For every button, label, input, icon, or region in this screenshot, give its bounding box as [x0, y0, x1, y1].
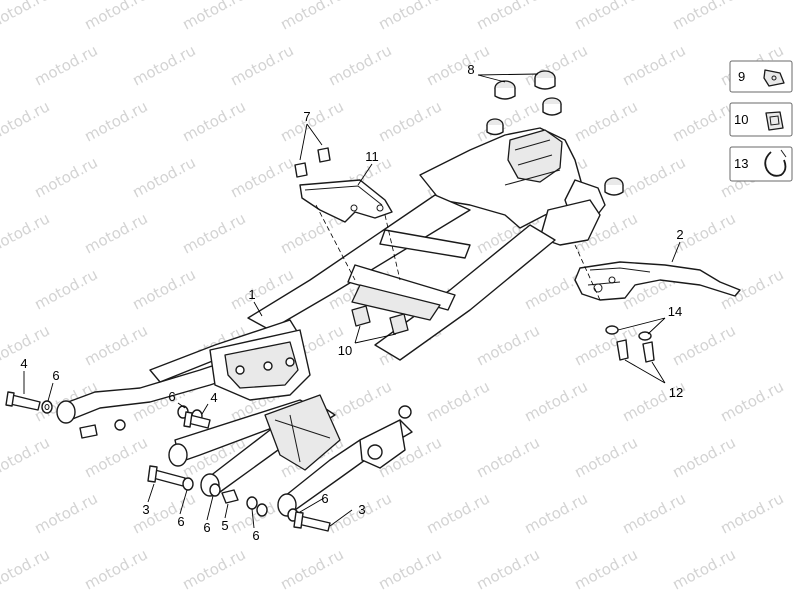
- construction-lines: [315, 204, 601, 301]
- rubber-bushing-part-8: [486, 70, 624, 196]
- callout-6-lower-b: 6: [203, 520, 210, 535]
- watermark-text: motod.ru: [0, 97, 53, 145]
- watermark-text: motod.ru: [717, 377, 786, 425]
- leader-lines: [23, 73, 681, 529]
- watermark-text: motod.ru: [325, 41, 394, 89]
- watermark-text: motod.ru: [129, 489, 198, 537]
- watermark-text: motod.ru: [179, 97, 248, 145]
- watermark-text: motod.ru: [473, 545, 542, 593]
- watermark-text: motod.ru: [521, 489, 590, 537]
- callout-12: 12: [669, 385, 683, 400]
- bolt-washer-lower: [147, 465, 331, 532]
- callout-1: 1: [248, 287, 255, 302]
- legend-panel: 9 10 13: [729, 60, 793, 182]
- callout-4-left: 4: [20, 356, 27, 371]
- watermark-text: motod.ru: [277, 0, 346, 34]
- hose-clamp-icon: [764, 149, 787, 177]
- watermark-text: motod.ru: [0, 433, 53, 481]
- watermark-text: motod.ru: [0, 545, 53, 593]
- legend-item-13: 13: [729, 146, 793, 182]
- legend-number-13: 13: [734, 156, 748, 171]
- watermark-text: motod.ru: [179, 0, 248, 34]
- legend-item-10: 10: [729, 102, 793, 137]
- callout-6-middle: 6: [168, 389, 175, 404]
- watermark-text: motod.ru: [179, 209, 248, 257]
- watermark-text: motod.ru: [571, 545, 640, 593]
- watermark-text: motod.ru: [473, 0, 542, 34]
- watermark-text: motod.ru: [129, 41, 198, 89]
- watermark-text: motod.ru: [0, 209, 53, 257]
- watermark-text: motod.ru: [669, 97, 738, 145]
- watermark-text: motod.ru: [0, 0, 53, 34]
- watermark-text: motod.ru: [669, 545, 738, 593]
- watermark-text: motod.ru: [325, 377, 394, 425]
- watermark-text: motod.ru: [81, 97, 150, 145]
- watermark-text: motod.ru: [81, 321, 150, 369]
- watermark-text: motod.ru: [31, 41, 100, 89]
- callout-6-lower-d: 6: [321, 491, 328, 506]
- watermark-text: motod.ru: [473, 433, 542, 481]
- callout-14: 14: [668, 304, 682, 319]
- callout-3-right: 3: [358, 502, 365, 517]
- watermark-text: motod.ru: [277, 97, 346, 145]
- cage-nut-icon: [765, 111, 784, 131]
- watermark-text: motod.ru: [619, 153, 688, 201]
- watermark-text: motod.ru: [521, 377, 590, 425]
- watermark-text: motod.ru: [375, 0, 444, 34]
- watermark-text: motod.ru: [423, 489, 492, 537]
- watermark-text: motod.ru: [423, 41, 492, 89]
- watermark-text: motod.ru: [717, 489, 786, 537]
- bracket-part-2: [574, 261, 741, 301]
- callout-11: 11: [365, 149, 379, 164]
- callout-5: 5: [221, 518, 228, 533]
- callout-6-left: 6: [52, 368, 59, 383]
- bolt-washer-middle: [177, 405, 211, 429]
- watermark-text: motod.ru: [669, 433, 738, 481]
- watermark-text: motod.ru: [31, 489, 100, 537]
- watermark-text: motod.ru: [571, 0, 640, 34]
- watermark-text: motod.ru: [31, 153, 100, 201]
- watermark-text: motod.ru: [277, 545, 346, 593]
- watermark-text: motod.ru: [375, 545, 444, 593]
- watermark-text: motod.ru: [669, 0, 738, 34]
- watermark-text: motod.ru: [129, 153, 198, 201]
- legend-number-9: 9: [738, 69, 745, 84]
- legend-item-9: 9: [729, 60, 793, 93]
- watermark-text: motod.ru: [81, 545, 150, 593]
- watermark-text: motod.ru: [81, 209, 150, 257]
- callout-6-lower-a: 6: [177, 514, 184, 529]
- callout-6-lower-c: 6: [252, 528, 259, 543]
- callout-8: 8: [467, 62, 474, 77]
- watermark-text: motod.ru: [227, 41, 296, 89]
- watermark-text: motod.ru: [619, 489, 688, 537]
- cage-nut-part-10: [351, 305, 409, 335]
- watermark-text: motod.ru: [129, 265, 198, 313]
- watermark-text: motod.ru: [521, 41, 590, 89]
- watermark-text: motod.ru: [473, 321, 542, 369]
- watermark-text: motod.ru: [669, 321, 738, 369]
- watermark-text: motod.ru: [571, 97, 640, 145]
- bracket-part-11: [299, 179, 393, 223]
- callout-labels: 8 7 11 2 1 10 14 12 4 6 6 4 3 6 6 5 6 6 …: [20, 62, 683, 543]
- clip-nut-icon: [763, 69, 785, 87]
- watermark-text: motod.ru: [31, 265, 100, 313]
- callout-4-middle: 4: [210, 390, 217, 405]
- watermark-text: motod.ru: [81, 433, 150, 481]
- bolt-washer-left: [5, 391, 53, 414]
- callout-10: 10: [338, 343, 352, 358]
- rear-frame-part-1: [56, 127, 606, 517]
- legend-number-10: 10: [734, 112, 748, 127]
- watermark-text: motod.ru: [571, 433, 640, 481]
- callout-7: 7: [303, 109, 310, 124]
- watermark-text: motod.ru: [227, 153, 296, 201]
- watermark-text: motod.ru: [423, 377, 492, 425]
- callout-3-lower: 3: [142, 502, 149, 517]
- bolt-part-7: [294, 147, 331, 178]
- watermark-text: motod.ru: [81, 0, 150, 34]
- callout-2: 2: [676, 227, 683, 242]
- watermark-text: motod.ru: [619, 41, 688, 89]
- watermark-text: motod.ru: [375, 97, 444, 145]
- watermark-text: motod.ru: [179, 545, 248, 593]
